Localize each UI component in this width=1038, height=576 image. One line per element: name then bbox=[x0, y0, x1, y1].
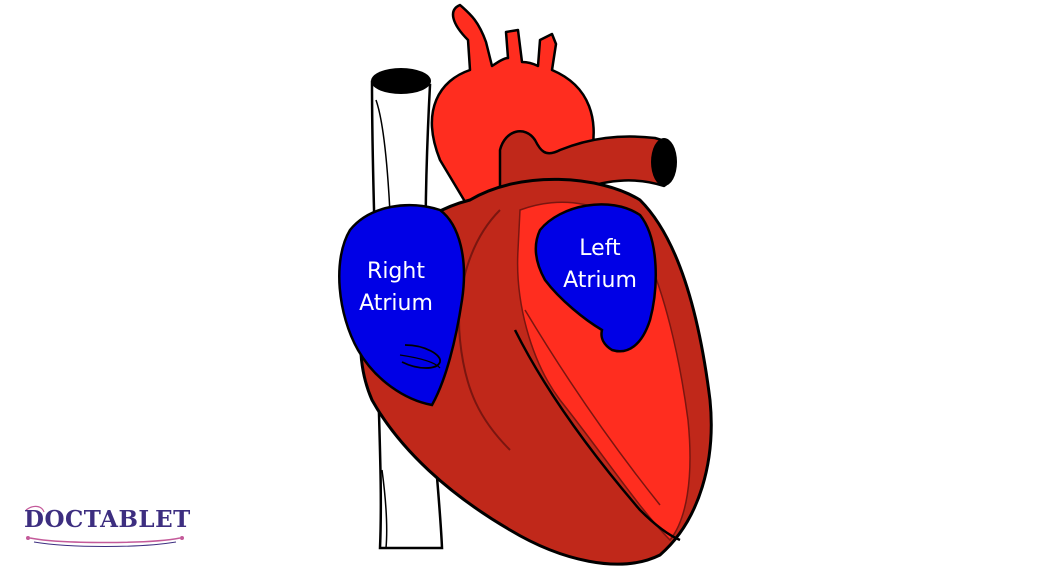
right-atrium-label-line-1: Right bbox=[367, 259, 425, 284]
right-atrium-label: Right Atrium bbox=[344, 256, 448, 320]
left-atrium-label-line-1: Left bbox=[579, 236, 621, 261]
left-atrium-label: Left Atrium bbox=[548, 233, 652, 297]
left-atrium-label-line-2: Atrium bbox=[563, 268, 637, 293]
right-atrium-shape bbox=[338, 204, 466, 407]
left-atrium-shape bbox=[534, 203, 657, 353]
logo-flourish bbox=[25, 505, 184, 547]
logo-text: DOCTABLET bbox=[24, 506, 191, 533]
right-atrium-label-line-2: Atrium bbox=[359, 291, 433, 316]
doctablet-logo: DOCTABLET bbox=[20, 500, 190, 550]
